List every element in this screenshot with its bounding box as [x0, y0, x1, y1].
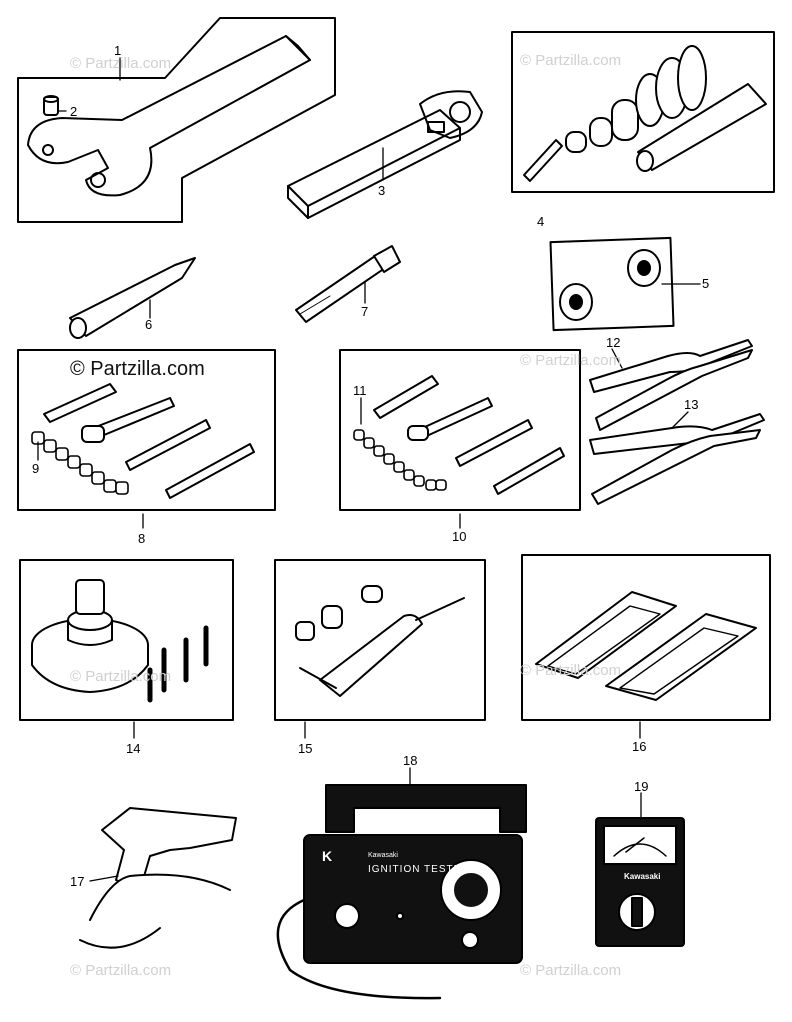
watermark: © Partzilla.com — [70, 358, 205, 380]
punch — [69, 257, 196, 339]
ignition-tester — [276, 784, 527, 1000]
callout-10: 10 — [452, 529, 467, 544]
callout-14: 14 — [126, 741, 141, 756]
tester-brand: Kawasaki — [368, 852, 398, 859]
callout-4: 4 — [537, 214, 545, 229]
watermark: © Partzilla.com — [520, 52, 622, 69]
watermark: © Partzilla.com — [520, 962, 622, 979]
callout-7: 7 — [361, 304, 369, 319]
callout-8: 8 — [138, 531, 146, 546]
bearing-driver-set — [295, 585, 465, 697]
tap-drill-set-10 — [353, 375, 565, 495]
tester-logo: K — [322, 848, 333, 864]
watermark: © Partzilla.com — [520, 662, 622, 679]
tester-title: IGNITION TESTER — [368, 864, 470, 875]
watermark: © Partzilla.com — [70, 668, 172, 685]
flywheel-puller — [31, 579, 209, 703]
frame-1 — [17, 17, 336, 223]
callout-15: 15 — [298, 741, 313, 756]
frame-10 — [339, 349, 581, 511]
slotted-bars — [535, 591, 757, 701]
watermark: © Partzilla.com — [70, 55, 172, 72]
timing-light — [79, 807, 237, 949]
callout-2: 2 — [70, 104, 78, 119]
pin — [43, 95, 59, 116]
meter-brand: Kawasaki — [624, 872, 661, 881]
callout-19: 19 — [634, 779, 649, 794]
callout-5: 5 — [702, 276, 710, 291]
callout-13: 13 — [684, 397, 699, 412]
callout-17: 17 — [70, 874, 85, 889]
watermark: © Partzilla.com — [70, 962, 172, 979]
multimeter — [595, 817, 685, 947]
tap-drill-set-8 — [31, 383, 255, 499]
frame-4 — [511, 31, 775, 193]
callout-16: 16 — [632, 739, 647, 754]
long-bolt — [295, 245, 401, 323]
leader-lines — [37, 57, 701, 882]
frame-5 — [549, 236, 675, 332]
callout-18: 18 — [403, 753, 418, 768]
callout-3: 3 — [378, 183, 386, 198]
callout-11: 11 — [353, 383, 367, 398]
callout-1: 1 — [114, 43, 122, 58]
snap-ring-pliers-13 — [589, 413, 765, 505]
callout-12: 12 — [606, 335, 621, 350]
frame-16 — [521, 554, 771, 721]
callout-6: 6 — [145, 317, 153, 332]
callout-9: 9 — [32, 461, 40, 476]
frame-8 — [17, 349, 276, 511]
frame-14 — [19, 559, 234, 721]
bearing-puller-attachments — [559, 249, 661, 321]
watermark: © Partzilla.com — [520, 352, 622, 369]
holder-bar — [287, 90, 483, 219]
bearing-set — [523, 45, 767, 182]
spanner-wrench — [27, 35, 311, 197]
frame-15 — [274, 559, 486, 721]
snap-ring-pliers-12 — [589, 339, 753, 431]
